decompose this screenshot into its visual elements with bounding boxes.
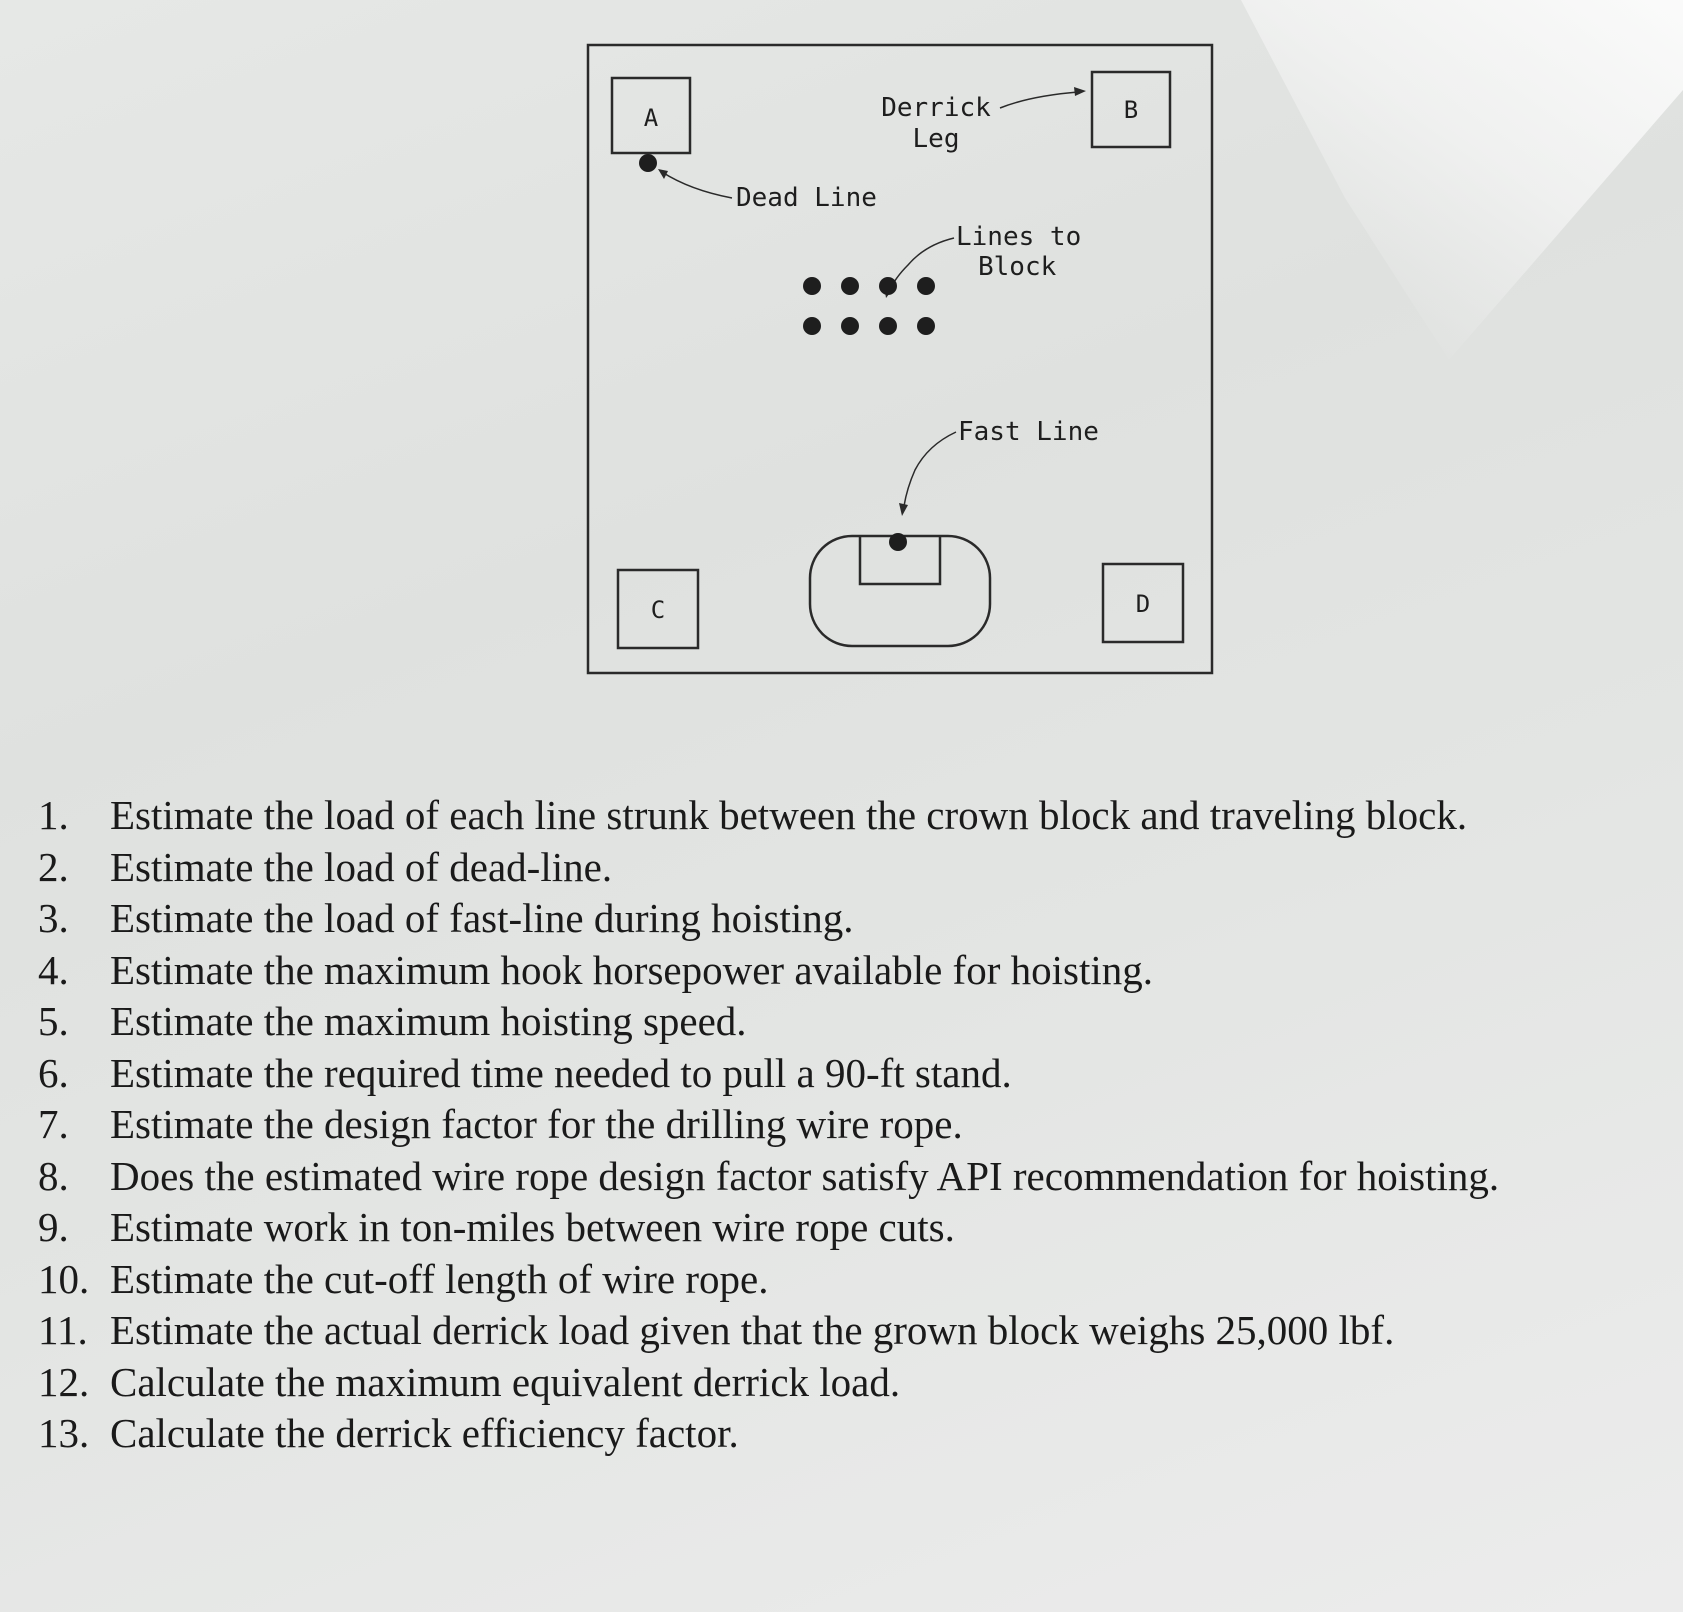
light-glare xyxy=(1241,0,1683,360)
question-item: 7. Estimate the design factor for the dri… xyxy=(38,1099,1658,1151)
question-text: Estimate the actual derrick load given t… xyxy=(110,1307,1395,1353)
dead-line-pointer xyxy=(661,171,733,199)
question-item: 9. Estimate work in ton-miles between wir… xyxy=(38,1202,1658,1254)
question-number: 1. xyxy=(38,792,69,838)
question-text: Estimate the load of dead-line. xyxy=(110,843,613,890)
question-number: 6. xyxy=(38,1049,69,1096)
dead-line-label: Dead Line xyxy=(736,183,877,213)
dead-line-arrowhead xyxy=(658,169,668,179)
line-to-block-dot xyxy=(879,277,897,295)
leg-a-label: A xyxy=(644,104,659,132)
derrick-leg-c xyxy=(616,568,700,650)
derrick-leg-label-line2: Leg xyxy=(913,124,960,154)
question-number: 13. xyxy=(38,1410,90,1456)
question-text: Estimate work in ton-miles between wire … xyxy=(110,1204,955,1250)
question-number: 3. xyxy=(38,895,69,941)
line-to-block-dot xyxy=(917,317,935,335)
question-text: Does the estimated wire rope design fact… xyxy=(110,1152,1500,1199)
question-text: Estimate the design factor for the drill… xyxy=(110,1101,963,1147)
dead-line-anchor xyxy=(639,154,657,172)
derrick-floor-outline xyxy=(586,43,1214,675)
derrick-leg-a xyxy=(610,76,692,155)
question-number: 5. xyxy=(38,998,69,1044)
question-item: 3. Estimate the load of fast-line during … xyxy=(38,893,1658,945)
line-to-block-dot xyxy=(803,277,821,295)
question-text: Estimate the load of each line strunk be… xyxy=(110,792,1468,838)
derrick-leg-pointer xyxy=(999,91,1079,109)
question-number: 2. xyxy=(38,843,69,890)
line-to-block-dot xyxy=(841,317,859,335)
question-number: 10. xyxy=(38,1255,90,1302)
question-list: 1. Estimate the load of each line strunk … xyxy=(38,790,1658,1460)
line-to-block-dot xyxy=(879,317,897,335)
derrick-leg-b xyxy=(1090,70,1172,149)
drawworks-outline xyxy=(808,534,992,648)
lines-to-block-label-line1: Lines to xyxy=(956,222,1081,252)
leg-d-label: D xyxy=(1136,590,1150,618)
diagram-svg: A B C D Derrick Leg Dead Line Lines to B… xyxy=(586,43,1214,675)
question-number: 9. xyxy=(38,1204,69,1250)
question-number: 12. xyxy=(38,1358,90,1405)
question-text: Estimate the maximum hoisting speed. xyxy=(110,998,747,1044)
line-to-block-dot xyxy=(841,277,859,295)
question-item: 11. Estimate the actual derrick load give… xyxy=(38,1305,1658,1357)
derrick-leg-arrowhead xyxy=(1074,87,1086,96)
question-item: 2. Estimate the load of dead-line. xyxy=(38,842,1658,894)
question-item: 1. Estimate the load of each line strunk … xyxy=(38,790,1658,842)
question-item: 6. Estimate the required time needed to p… xyxy=(38,1048,1658,1100)
fast-line-arrowhead xyxy=(899,503,908,516)
leg-b-label: B xyxy=(1124,96,1138,124)
leg-c-label: C xyxy=(651,596,665,624)
question-text: Estimate the required time needed to pul… xyxy=(110,1049,1012,1096)
question-text: Estimate the maximum hook horsepower ava… xyxy=(110,946,1153,993)
question-item: 12. Calculate the maximum equivalent derr… xyxy=(38,1357,1658,1409)
question-text: Calculate the maximum equivalent derrick… xyxy=(110,1358,901,1405)
fast-line-pointer xyxy=(903,431,957,507)
line-to-block-dot xyxy=(803,317,821,335)
derrick-floor-diagram: A B C D Derrick Leg Dead Line Lines to B… xyxy=(580,40,1220,680)
question-item: 5. Estimate the maximum hoisting speed. xyxy=(38,996,1658,1048)
question-item: 10. Estimate the cut-off length of wire r… xyxy=(38,1254,1658,1306)
lines-to-block-label-line2: Block xyxy=(978,252,1057,282)
question-item: 4. Estimate the maximum hook horsepower a… xyxy=(38,945,1658,997)
question-number: 7. xyxy=(38,1101,69,1147)
question-item: 13. Calculate the derrick efficiency fact… xyxy=(38,1408,1658,1460)
drawworks-drum xyxy=(858,536,942,586)
question-text: Estimate the cut-off length of wire rope… xyxy=(110,1255,769,1302)
question-number: 8. xyxy=(38,1152,69,1199)
question-text: Estimate the load of fast-line during ho… xyxy=(110,895,854,941)
derrick-leg-d xyxy=(1101,562,1185,644)
lines-to-block-group xyxy=(803,277,935,335)
line-to-block-dot xyxy=(917,277,935,295)
fast-line-point xyxy=(889,533,907,551)
question-number: 4. xyxy=(38,946,69,993)
question-item: 8. Does the estimated wire rope design fa… xyxy=(38,1151,1658,1203)
derrick-leg-label-line1: Derrick xyxy=(881,93,991,123)
fast-line-label: Fast Line xyxy=(958,417,1099,447)
question-number: 11. xyxy=(38,1307,88,1353)
question-text: Calculate the derrick efficiency factor. xyxy=(110,1410,739,1456)
